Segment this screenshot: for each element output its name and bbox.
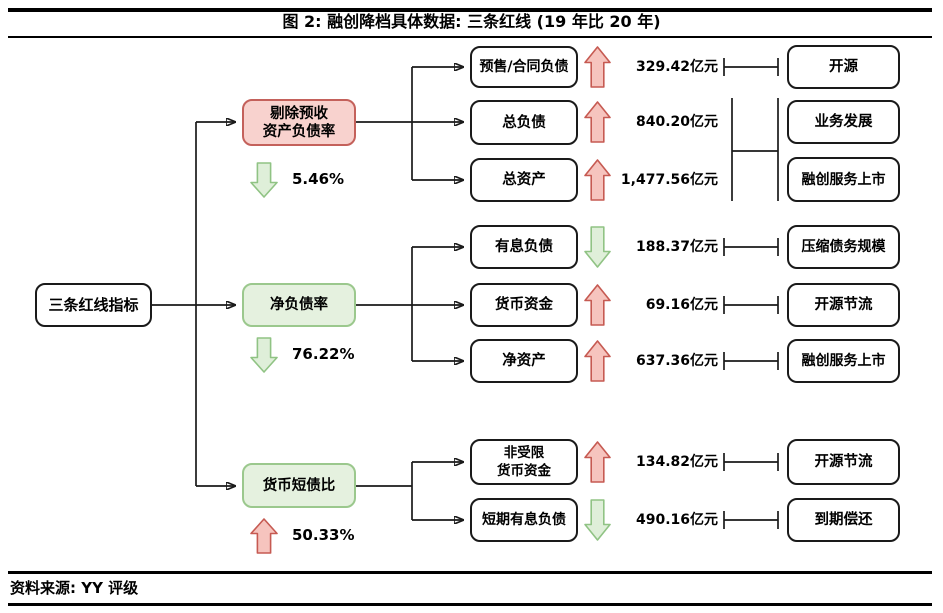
value-label: 69.16亿元 (645, 297, 718, 313)
item-node: 短期有息负债 (470, 498, 578, 542)
item-node: 有息负债 (470, 225, 578, 269)
top-rule (8, 8, 932, 12)
down-arrow-icon (584, 226, 611, 268)
reason-node: 到期偿还 (787, 498, 900, 542)
reason-node: 融创服务上市 (787, 157, 900, 202)
up-arrow-icon (584, 46, 611, 88)
up-arrow-icon (584, 340, 611, 382)
up-arrow-icon (584, 101, 611, 143)
source-note: 资料来源: YY 评级 (10, 579, 139, 597)
up-arrow-icon (250, 518, 278, 554)
title-underline (8, 36, 932, 38)
reason-node: 开源节流 (787, 283, 900, 327)
value-label: 840.20亿元 (635, 114, 718, 130)
up-arrow-icon (584, 441, 611, 483)
value-label: 490.16亿元 (635, 512, 718, 528)
footer-top-rule (8, 571, 932, 574)
up-arrow-icon (584, 284, 611, 326)
up-arrow-icon (584, 159, 611, 201)
item-node: 预售/合同负债 (470, 46, 578, 88)
value-label: 188.37亿元 (635, 239, 718, 255)
value-label: 1,477.56亿元 (620, 172, 718, 188)
metric-node-cash-short-debt-ratio: 货币短债比 (242, 463, 356, 508)
reason-node: 业务发展 (787, 100, 900, 144)
metric-node-excl-presale-ratio: 剔除预收 资产负债率 (242, 99, 356, 146)
item-node: 总资产 (470, 158, 578, 202)
item-node: 非受限 货币资金 (470, 439, 578, 485)
value-label: 134.82亿元 (635, 454, 718, 470)
down-arrow-icon (250, 337, 278, 373)
reason-node: 开源节流 (787, 439, 900, 485)
item-node: 货币资金 (470, 283, 578, 327)
value-label: 637.36亿元 (635, 353, 718, 369)
metric-change-value: 76.22% (292, 345, 355, 363)
metric-change-value: 50.33% (292, 526, 355, 544)
footer-bottom-rule (8, 603, 932, 606)
item-node: 净资产 (470, 339, 578, 383)
down-arrow-icon (584, 499, 611, 541)
reason-node: 融创服务上市 (787, 339, 900, 383)
value-label: 329.42亿元 (635, 59, 718, 75)
root-node: 三条红线指标 (35, 283, 152, 327)
reason-node: 压缩债务规模 (787, 225, 900, 269)
down-arrow-icon (250, 162, 278, 198)
metric-change-value: 5.46% (292, 170, 345, 188)
item-node: 总负债 (470, 100, 578, 145)
figure-title: 图 2: 融创降档具体数据: 三条红线 (19 年比 20 年) (282, 12, 661, 31)
metric-node-net-debt-ratio: 净负债率 (242, 283, 356, 327)
reason-node: 开源 (787, 45, 900, 89)
